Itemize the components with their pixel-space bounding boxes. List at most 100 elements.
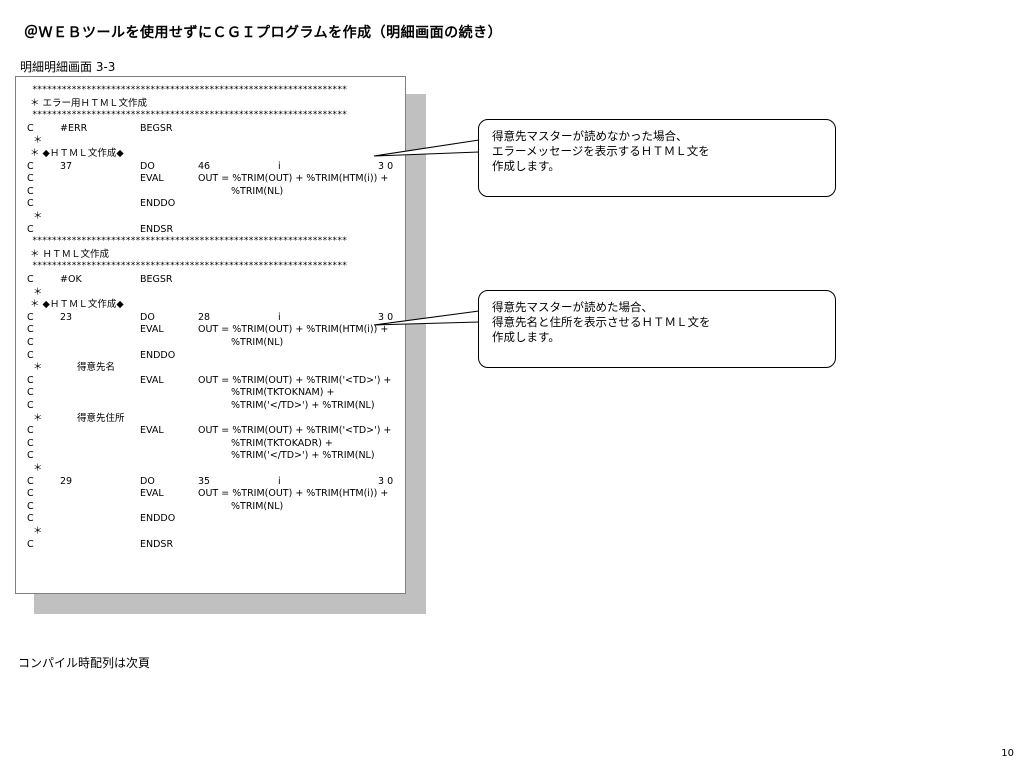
code-field-c2: 得意先名	[77, 362, 116, 374]
footer-note: コンパイル時配列は次頁	[18, 656, 151, 670]
code-comment: ＊	[30, 211, 43, 222]
code-line: ＊得意先住所	[16, 412, 405, 425]
code-field-c3: ENDSR	[140, 223, 174, 235]
code-field-c1: C	[27, 173, 34, 185]
callout-line: 作成します。	[492, 330, 560, 344]
separator-stars: ****************************************…	[32, 110, 347, 121]
code-line: C %TRIM('</TD>') + %TRIM(NL)	[16, 399, 405, 412]
code-field-c1: C	[27, 488, 34, 500]
code-field-c5: i	[278, 475, 281, 487]
code-field-c1: C	[27, 349, 34, 361]
code-field-c4: 46	[198, 160, 211, 172]
code-field-c1: C	[27, 450, 34, 462]
code-comment: ＊	[30, 412, 43, 424]
code-field-c1: C	[27, 400, 34, 411]
code-field-c3: ENDDO	[140, 349, 176, 361]
callout-line: 得意先名と住所を表示させるＨＴＭＬ文を	[492, 315, 711, 329]
code-line: ****************************************…	[16, 84, 405, 97]
code-line: C %TRIM(NL)	[16, 336, 405, 349]
callout-line: 得意先マスターが読めた場合、	[492, 300, 653, 314]
code-field-c5: i	[278, 311, 281, 323]
code-listing: ****************************************…	[15, 76, 406, 594]
code-field-c4: OUT = %TRIM(OUT) + %TRIM(HTM(i)) +	[198, 488, 389, 500]
code-comment: ＊ ＨＴＭＬ文作成	[30, 248, 110, 260]
code-field-c1: C	[27, 437, 34, 449]
page-subtitle: 明細明細画面 3-3	[20, 60, 116, 74]
code-field-c3: BEGSR	[140, 122, 173, 134]
code-field-c2: 23	[60, 311, 73, 323]
code-field-c1: C	[27, 337, 34, 348]
code-line: ****************************************…	[16, 109, 405, 122]
code-field-c4: OUT = %TRIM(OUT) + %TRIM(HTM(i)) +	[198, 324, 389, 336]
code-line: C ENDDO	[16, 349, 405, 362]
code-field-c4b: %TRIM('</TD>') + %TRIM(NL)	[231, 400, 375, 411]
code-line: C EVAL OUT = %TRIM(OUT) + %TRIM(HTM(i)) +	[16, 487, 405, 500]
code-line: ＊	[16, 210, 405, 223]
code-field-c2: 37	[60, 160, 73, 172]
code-line: C EVAL OUT = %TRIM(OUT) + %TRIM(HTM(i)) +	[16, 323, 405, 336]
code-field-c1: C	[27, 475, 34, 487]
code-field-c1: C	[27, 122, 34, 134]
code-comment: ＊	[30, 526, 43, 537]
code-comment: ＊	[30, 286, 43, 298]
code-field-c4b: %TRIM(NL)	[231, 500, 284, 512]
code-field-c4b: %TRIM(NL)	[231, 337, 284, 348]
separator-stars: ****************************************…	[32, 236, 347, 247]
code-line: ＊ 得意先名	[16, 361, 405, 374]
code-field-c3: ENDSR	[140, 538, 174, 550]
code-field-c6: 3 0	[378, 475, 394, 487]
code-comment: ＊	[30, 362, 43, 374]
code-field-c1: C	[27, 387, 34, 399]
code-line: ＊ エラー用ＨＴＭＬ文作成	[16, 97, 405, 110]
code-field-c2: #OK	[60, 274, 82, 285]
code-line: C%TRIM(NL)	[16, 500, 405, 513]
code-field-c4b: %TRIM(TKTOKNAM) +	[231, 387, 335, 399]
code-field-c3: DO	[140, 475, 155, 487]
code-field-c3: EVAL	[140, 324, 164, 336]
code-field-c3: DO	[140, 160, 155, 172]
code-field-c4b: %TRIM(TKTOKADR) +	[231, 437, 333, 449]
code-field-c1: C	[27, 223, 34, 235]
code-field-c3: EVAL	[140, 488, 164, 500]
code-field-c4b: %TRIM('</TD>') + %TRIM(NL)	[231, 450, 375, 462]
callout-line: 作成します。	[492, 159, 560, 173]
code-field-c2: 29	[60, 475, 73, 487]
code-line: ＊ ◆ＨＴＭＬ文作成◆	[16, 298, 405, 311]
code-field-c3: EVAL	[140, 173, 164, 185]
callout-ok-html: 得意先マスターが読めた場合、 得意先名と住所を表示させるＨＴＭＬ文を 作成します…	[478, 290, 836, 368]
code-field-c1: C	[27, 185, 34, 197]
code-line: ****************************************…	[16, 260, 405, 273]
separator-stars: ****************************************…	[32, 85, 347, 95]
callout-line: 得意先マスターが読めなかった場合、	[492, 129, 688, 143]
code-line: C %TRIM(TKTOKADR) +	[16, 437, 405, 450]
page-title: ＠ＷＥＢツールを使用せずにＣＧＩプログラムを作成（明細画面の続き）	[24, 25, 503, 41]
code-field-c4b: %TRIM(NL)	[231, 185, 284, 197]
code-field-c3: BEGSR	[140, 274, 173, 285]
code-line: C EVAL OUT = %TRIM(OUT) + %TRIM(HTM(i)) +	[16, 172, 405, 185]
code-line: C #OK BEGSR	[16, 273, 405, 286]
code-field-c4: OUT = %TRIM(OUT) + %TRIM(HTM(i)) +	[198, 173, 389, 185]
code-comment: ＊	[30, 463, 43, 474]
code-line: C ENDSR	[16, 223, 405, 236]
code-field-c1: C	[27, 324, 34, 336]
code-line: ＊	[16, 134, 405, 147]
code-field-c4: OUT = %TRIM(OUT) + %TRIM('<TD>') +	[198, 425, 392, 437]
code-field-c1: C	[27, 160, 34, 172]
code-line: ＊	[16, 462, 405, 475]
code-line: C %TRIM(NL)	[16, 185, 405, 198]
code-field-c2: #ERR	[60, 122, 88, 134]
code-field-c1: C	[27, 198, 34, 210]
code-field-c1: C	[27, 274, 34, 285]
code-field-c1: C	[27, 425, 34, 437]
code-field-c3: ENDDO	[140, 513, 176, 525]
code-field-c6: 3 0	[378, 311, 394, 323]
code-line: C %TRIM(TKTOKNAM) +	[16, 386, 405, 399]
